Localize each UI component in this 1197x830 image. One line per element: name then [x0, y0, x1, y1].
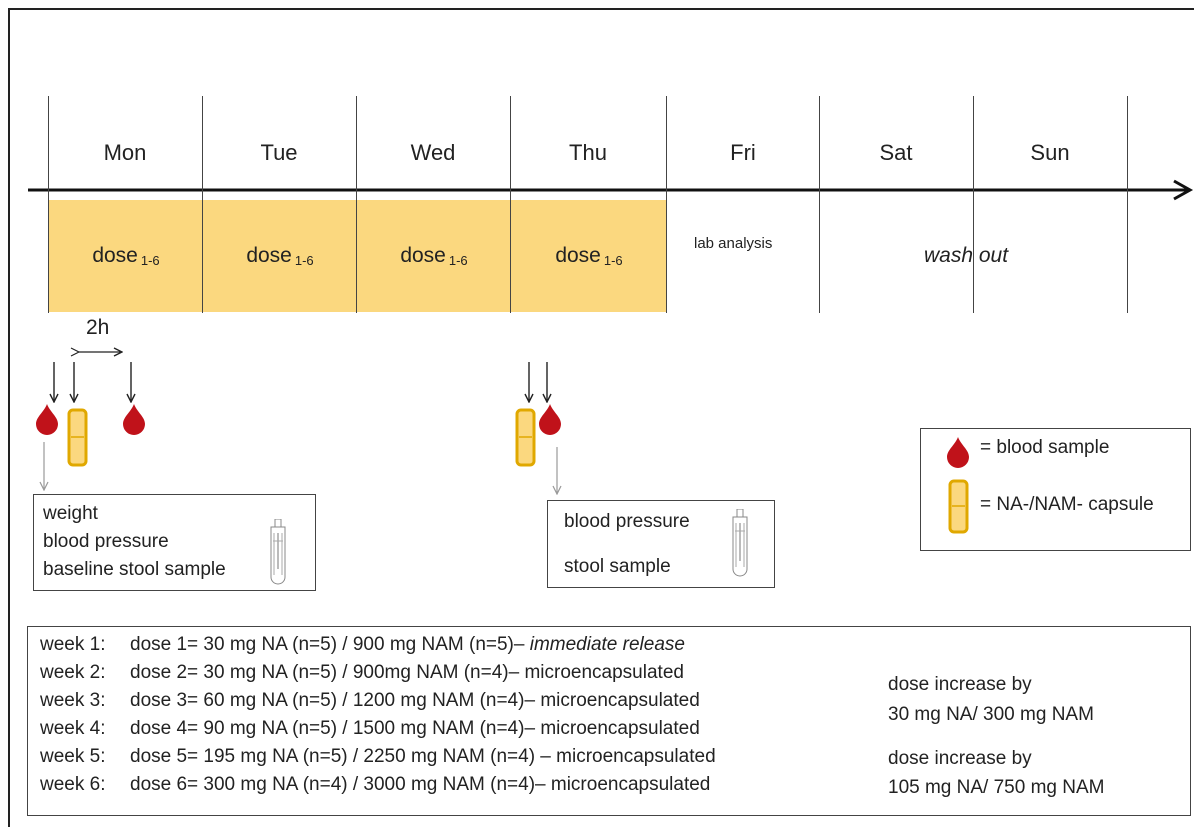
box-line: stool sample — [564, 556, 671, 577]
dose-increase-label-1: dose increase by — [888, 674, 1032, 695]
legend-icons — [947, 437, 969, 534]
day-divider — [356, 96, 358, 313]
fri-label: lab analysis — [694, 235, 773, 252]
monday-info-box: weight blood pressure baseline stool sam… — [33, 494, 316, 591]
day-divider — [202, 96, 204, 313]
dose-increase-value-1: 30 mg NA/ 300 mg NAM — [888, 704, 1094, 725]
day-divider — [1127, 96, 1129, 313]
week-row: week 2:dose 2= 30 mg NA (n=5) / 900mg NA… — [40, 662, 684, 683]
dose-cell-mon — [49, 200, 203, 312]
day-label-wed: Wed — [410, 140, 456, 165]
dosing-schedule-box — [27, 626, 1191, 816]
dose-cell-wed — [357, 200, 511, 312]
legend-blood-label: = blood sample — [980, 437, 1110, 458]
week-row: week 6:dose 6= 300 mg NA (n=4) / 3000 mg… — [40, 774, 711, 795]
day-label-fri: Fri — [730, 140, 756, 165]
week-row: week 4:dose 4= 90 mg NA (n=5) / 1500 mg … — [40, 718, 700, 739]
blood-drop-icon — [539, 404, 561, 435]
dose-increase-value-2: 105 mg NA/ 750 mg NAM — [888, 777, 1105, 798]
day-label-sun: Sun — [1030, 140, 1070, 165]
week-row: week 5:dose 5= 195 mg NA (n=5) / 2250 mg… — [40, 746, 716, 767]
legend-box: = blood sample = NA-/NAM- capsule — [920, 428, 1191, 551]
day-label-tue: Tue — [260, 140, 298, 165]
blood-drop-icon — [947, 437, 969, 468]
day-divider — [819, 96, 821, 313]
week-row: week 1:dose 1= 30 mg NA (n=5) / 900 mg N… — [40, 634, 685, 655]
dose-cell-tue — [203, 200, 357, 312]
box-line: baseline stool sample — [43, 559, 226, 580]
day-divider — [510, 96, 512, 313]
day-divider — [48, 96, 50, 313]
interval-label: 2h — [86, 316, 110, 339]
day-label-thu: Thu — [569, 140, 607, 165]
dose-cell-thu — [511, 200, 667, 312]
blood-drop-icon — [123, 404, 145, 435]
blood-drop-icon — [36, 404, 58, 435]
day-divider — [666, 96, 668, 313]
box-line: blood pressure — [564, 511, 690, 532]
day-label-mon: Mon — [103, 140, 147, 165]
box-line: weight — [43, 503, 98, 524]
stool-tube-icon — [732, 509, 748, 577]
day-divider — [973, 96, 975, 313]
weekend-label: wash out — [924, 244, 1009, 267]
diagram-frame — [8, 8, 1194, 827]
timeline-arrowhead — [1173, 179, 1194, 201]
legend-capsule-label: = NA-/NAM- capsule — [980, 494, 1154, 515]
thursday-info-box: blood pressure stool sample — [547, 500, 775, 588]
stool-tube-icon — [270, 519, 286, 585]
box-line: blood pressure — [43, 531, 169, 552]
day-label-sat: Sat — [879, 140, 913, 165]
dose-increase-label-2: dose increase by — [888, 748, 1032, 769]
week-row: week 3:dose 3= 60 mg NA (n=5) / 1200 mg … — [40, 690, 700, 711]
